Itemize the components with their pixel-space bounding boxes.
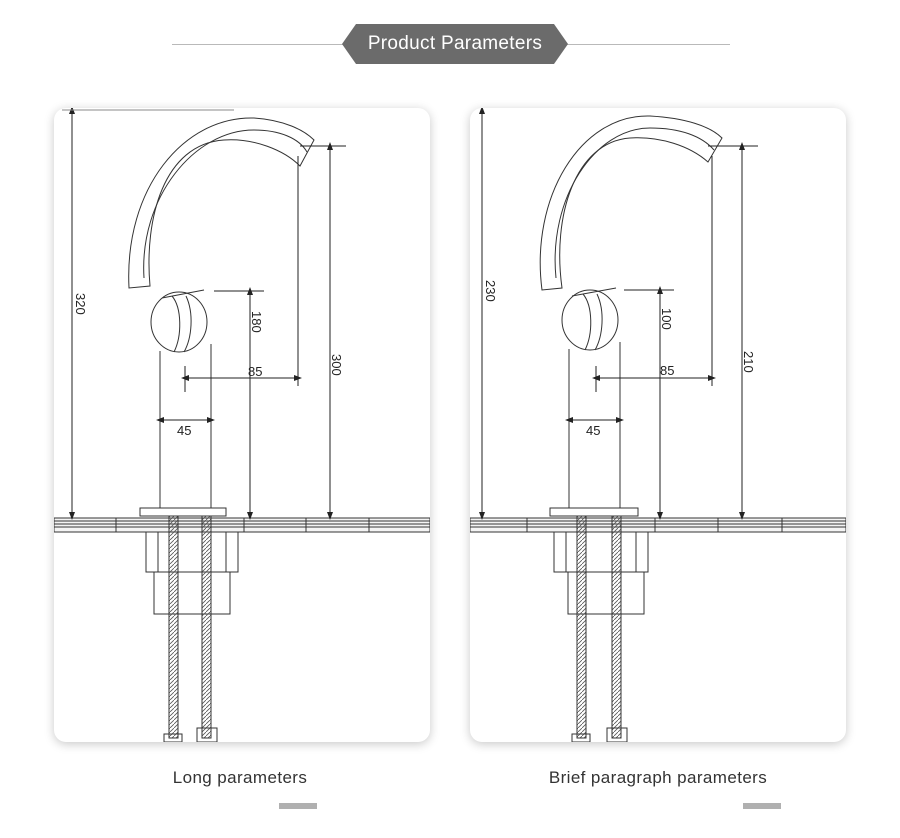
handle-knob (150, 291, 208, 353)
dim-spout-height: 210 (741, 351, 756, 373)
faucet-body (159, 344, 212, 508)
caption-underline-right (743, 803, 781, 809)
section-title-badge: Product Parameters (342, 24, 568, 64)
hose-cold (576, 515, 587, 739)
long-faucet-diagram: 320 180 300 85 45 (54, 108, 430, 742)
dim-base: 45 (177, 423, 191, 438)
dim-total-height: 320 (73, 293, 88, 315)
header-line-left (172, 44, 352, 45)
mount-nut (553, 531, 649, 573)
caption-underline-left (279, 803, 317, 809)
dim-total-height: 230 (483, 280, 498, 302)
dim-reach: 85 (248, 364, 262, 379)
brief-faucet-diagram: 230 100 210 85 45 (470, 108, 846, 742)
base-plate (139, 507, 227, 517)
countertop (54, 517, 430, 533)
long-faucet-drawing: 320 180 300 85 45 (54, 108, 430, 742)
mount-nut (145, 531, 239, 573)
dim-handle-height: 100 (659, 308, 674, 330)
hose-cold (168, 515, 179, 739)
spout (539, 115, 723, 291)
badge-shape (342, 24, 568, 64)
section-title: Product Parameters (367, 33, 543, 54)
header-line-right (552, 44, 730, 45)
brief-faucet-drawing: 230 100 210 85 45 (470, 108, 846, 742)
dim-base: 45 (586, 423, 600, 438)
caption-long: Long parameters (172, 768, 308, 787)
hose-hot (611, 515, 622, 739)
faucet-body (568, 342, 621, 508)
dim-handle-height: 180 (249, 311, 264, 333)
hose-hot (201, 515, 212, 739)
base-plate (549, 507, 639, 517)
countertop (470, 517, 846, 533)
handle-knob (561, 289, 619, 351)
spout (128, 117, 315, 289)
dim-spout-height: 300 (329, 354, 344, 376)
caption-brief: Brief paragraph parameters (548, 768, 768, 787)
dim-reach: 85 (660, 363, 674, 378)
